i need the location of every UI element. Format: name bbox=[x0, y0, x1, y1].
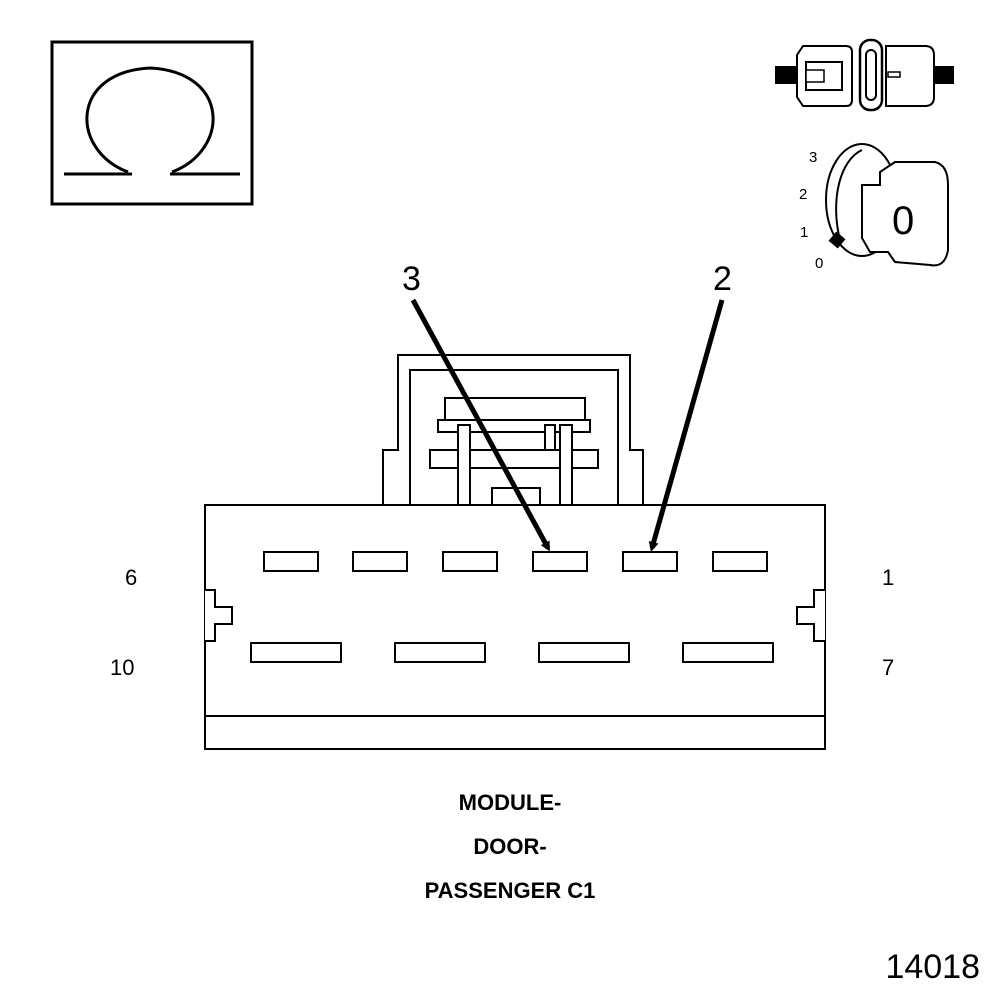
ignition-position-0: 0 bbox=[815, 255, 823, 272]
cavity-7 bbox=[682, 642, 774, 663]
ohm-symbol bbox=[50, 40, 254, 206]
connector-title: MODULE- DOOR- PASSENGER C1 bbox=[425, 790, 596, 903]
cavity-6 bbox=[263, 551, 319, 572]
title-line-1: MODULE- bbox=[459, 790, 562, 815]
cavity-4 bbox=[442, 551, 498, 572]
ignition-key-icon: 3 2 1 0 0 bbox=[799, 143, 949, 272]
pin-number-labels: 6 1 10 7 bbox=[110, 565, 894, 680]
probe-arrows: 3 2 bbox=[402, 260, 732, 552]
pin-label-7: 7 bbox=[882, 655, 894, 680]
cavity-5 bbox=[352, 551, 408, 572]
cavity-3 bbox=[532, 551, 588, 572]
probe-arrow-3 bbox=[410, 298, 551, 552]
ignition-position-1: 1 bbox=[800, 224, 808, 241]
cavity-8 bbox=[538, 642, 630, 663]
title-line-2: DOOR- bbox=[473, 834, 546, 859]
ignition-position-2: 2 bbox=[799, 186, 807, 203]
connector-disconnected-icon bbox=[775, 38, 954, 112]
bottom-cavity-row bbox=[250, 642, 774, 663]
probe-label-2: 2 bbox=[713, 260, 732, 298]
pin-label-6: 6 bbox=[125, 565, 137, 590]
cavity-10 bbox=[250, 642, 342, 663]
ignition-position-3: 3 bbox=[809, 149, 817, 166]
probe-arrow-2 bbox=[648, 299, 725, 552]
pin-label-1: 1 bbox=[882, 565, 894, 590]
figure-number: 14018 bbox=[885, 948, 980, 986]
key-position-label: 0 bbox=[892, 199, 914, 243]
probe-label-3: 3 bbox=[402, 260, 421, 298]
top-cavity-row bbox=[263, 551, 768, 572]
cavity-2 bbox=[622, 551, 678, 572]
title-line-3: PASSENGER C1 bbox=[425, 878, 596, 903]
connector-latch bbox=[382, 354, 644, 506]
connector-body bbox=[204, 504, 826, 750]
cavity-9 bbox=[394, 642, 486, 663]
cavity-1 bbox=[712, 551, 768, 572]
pin-label-10: 10 bbox=[110, 655, 134, 680]
